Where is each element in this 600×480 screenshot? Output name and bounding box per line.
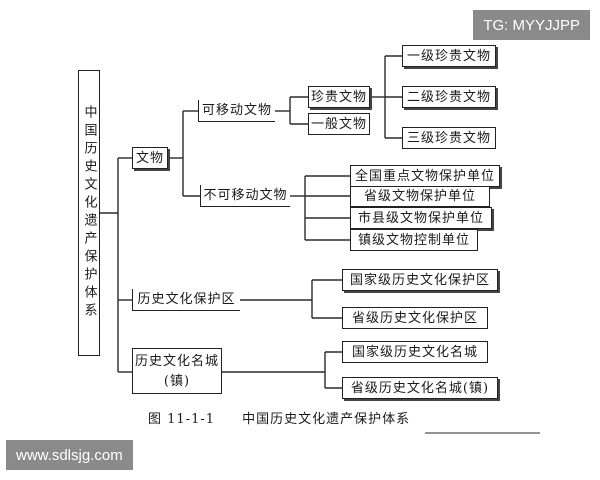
node-movable: 可移动文物 xyxy=(198,100,275,122)
historic-cities-line2: (镇) xyxy=(163,373,191,389)
node-unit-town: 镇级文物控制单位 xyxy=(350,229,478,251)
node-city-national: 国家级历史文化名城 xyxy=(342,341,488,363)
node-unit-provincial: 省级文物保护单位 xyxy=(350,186,490,207)
watermark-bottom-left: www.sdlsjg.com xyxy=(6,440,133,470)
watermark-top-right: TG: MYYJJPP xyxy=(473,10,590,40)
node-district-provincial: 省级历史文化保护区 xyxy=(342,307,488,329)
node-city-provincial: 省级历史文化名城(镇) xyxy=(342,377,498,399)
node-grade-2: 二级珍贵文物 xyxy=(402,86,496,108)
node-cultural-relics: 文物 xyxy=(132,147,168,169)
historic-cities-line1: 历史文化名城 xyxy=(134,353,219,369)
node-precious: 珍贵文物 xyxy=(308,86,370,108)
node-immovable: 不可移动文物 xyxy=(200,185,290,207)
figure-title: 中国历史文化遗产保护体系 xyxy=(242,412,411,427)
node-general: 一般文物 xyxy=(308,113,370,135)
node-unit-county: 市县级文物保护单位 xyxy=(350,207,492,229)
node-grade-3: 三级珍贵文物 xyxy=(402,127,496,149)
node-unit-national: 全国重点文物保护单位 xyxy=(350,165,500,187)
node-historic-cities: 历史文化名城 (镇) xyxy=(132,348,222,394)
node-grade-1: 一级珍贵文物 xyxy=(402,45,496,67)
root-node: 中国历史文化遗产保护体系 xyxy=(78,70,100,356)
figure-number: 图 11-1-1 xyxy=(148,412,216,427)
node-historic-districts: 历史文化保护区 xyxy=(132,289,240,311)
figure-caption: 图 11-1-1 中国历史文化遗产保护体系 xyxy=(148,408,410,427)
node-district-national: 国家级历史文化保护区 xyxy=(342,269,498,291)
